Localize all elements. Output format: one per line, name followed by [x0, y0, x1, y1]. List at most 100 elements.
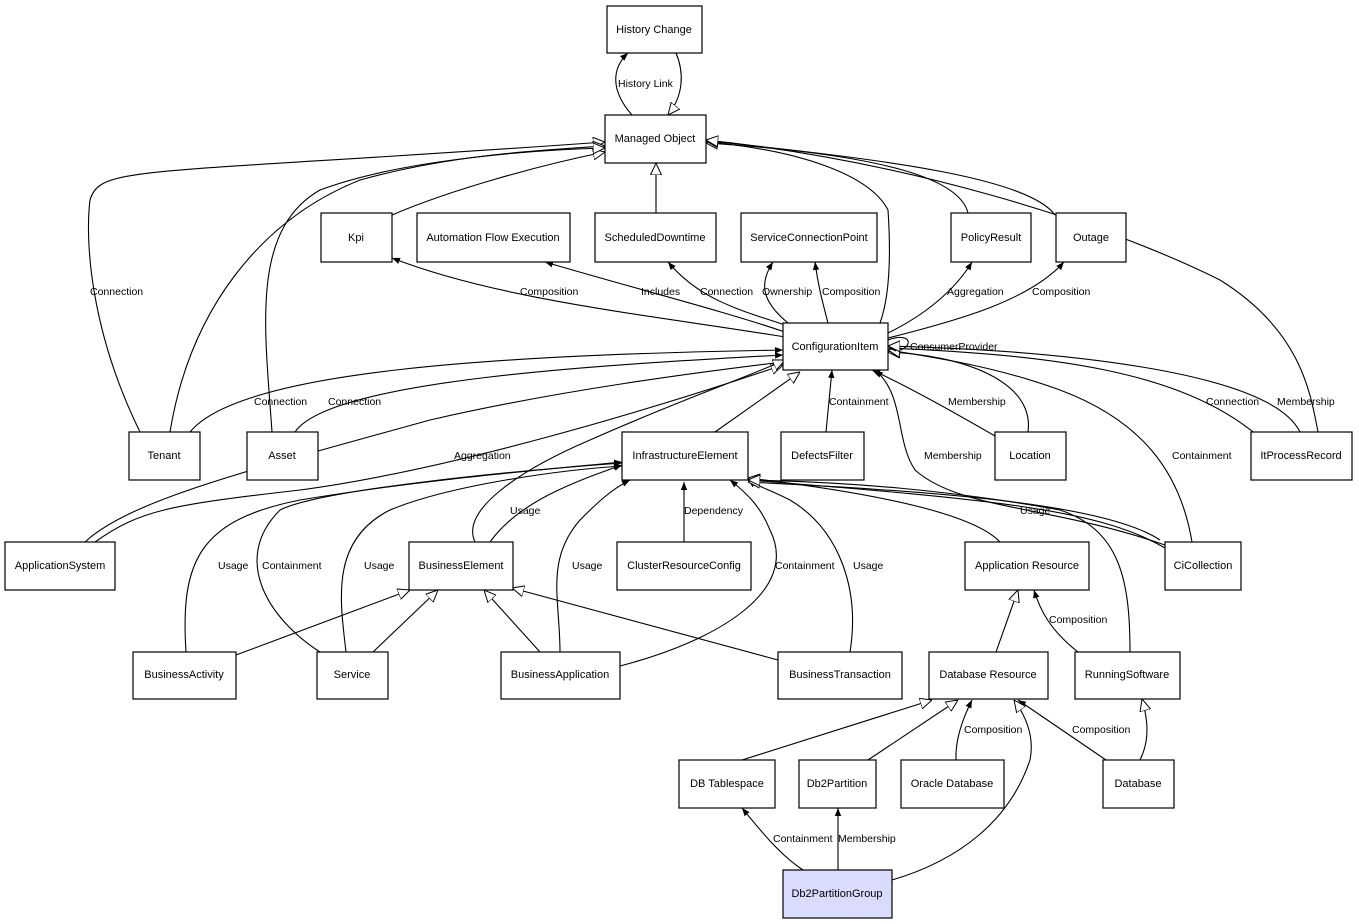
node-label: ConfigurationItem: [792, 341, 879, 353]
node-service-connection-point[interactable]: ServiceConnectionPoint: [740, 212, 878, 263]
label-composition-database: Composition: [1072, 724, 1131, 736]
label-consumer-provider: ConsumerProvider: [910, 341, 998, 353]
node-business-transaction[interactable]: BusinessTransaction: [777, 651, 903, 700]
edge-dbpg-tablespace: [741, 807, 804, 871]
edge-asset-ci: [294, 352, 784, 433]
edge-appsys-ci: [84, 359, 784, 543]
edges: [84, 52, 1319, 881]
node-infrastructure-element[interactable]: InfrastructureElement: [621, 431, 749, 481]
node-scheduled-downtime[interactable]: ScheduledDowntime: [594, 212, 717, 263]
node-business-activity[interactable]: BusinessActivity: [132, 651, 237, 700]
edge-policy-inherits: [706, 143, 969, 214]
label-composition-rs: Composition: [1049, 614, 1108, 626]
label-composition-kpi: Composition: [520, 286, 579, 298]
label-aggregation-policy: Aggregation: [947, 286, 1004, 298]
node-managed-object[interactable]: Managed Object: [604, 114, 707, 164]
node-label: Location: [1009, 450, 1051, 462]
node-history-change[interactable]: History Change: [606, 5, 703, 54]
edge-location-inherits-ci: [888, 352, 1029, 433]
node-ci-collection[interactable]: CiCollection: [1164, 541, 1242, 591]
label-usage-ba: Usage: [218, 560, 249, 572]
label-connection-tenant-ci: Connection: [254, 396, 307, 408]
edge-tenant-inherits: [169, 146, 605, 433]
node-business-element[interactable]: BusinessElement: [408, 541, 514, 591]
label-membership-dbpg: Membership: [838, 833, 896, 845]
node-label: Tenant: [147, 450, 180, 462]
node-label: Db2PartitionGroup: [791, 888, 882, 900]
node-label: Outage: [1073, 232, 1109, 244]
node-outage[interactable]: Outage: [1055, 212, 1127, 263]
node-label: BusinessActivity: [144, 669, 224, 681]
node-label: InfrastructureElement: [632, 450, 737, 462]
edge-ba-inherits-be: [235, 590, 410, 656]
edge-be-ie-usage: [489, 464, 623, 543]
label-membership-cicoll: Membership: [924, 450, 982, 462]
edge-itpr-ci-membership: [888, 346, 1301, 433]
node-policy-result[interactable]: PolicyResult: [950, 212, 1032, 263]
edge-service-ie-containment: [256, 460, 623, 653]
edge-defects-ci: [825, 369, 835, 433]
edge-service-ie-usage: [340, 463, 623, 653]
edge-tenant-ci: [189, 346, 784, 433]
node-label: History Change: [616, 24, 692, 36]
edge-ci-scp-ownership: [764, 261, 789, 324]
node-label: ItProcessRecord: [1260, 450, 1341, 462]
node-label: Database: [1114, 778, 1161, 790]
edge-appsys-inherit-ci: [94, 365, 783, 543]
edge-db2part-inherits-dbres: [867, 700, 958, 761]
node-label: ClusterResourceConfig: [627, 560, 741, 572]
node-defects-filter[interactable]: DefectsFilter: [780, 431, 865, 481]
label-membership-itpr: Membership: [1277, 396, 1335, 408]
label-connection-itpr: Connection: [1206, 396, 1259, 408]
node-cluster-resource-config[interactable]: ClusterResourceConfig: [616, 541, 752, 591]
node-automation-flow-execution[interactable]: Automation Flow Execution: [416, 212, 571, 263]
node-running-software[interactable]: RunningSoftware: [1074, 651, 1181, 700]
edge-ci-policy: [887, 261, 973, 334]
node-label: Managed Object: [615, 133, 696, 145]
edge-ci-kpi: [391, 257, 786, 338]
edge-bapp-ie-usage: [556, 479, 631, 653]
node-label: Automation Flow Execution: [426, 232, 559, 244]
node-service[interactable]: Service: [316, 651, 389, 700]
node-configuration-item[interactable]: ConfigurationItem: [782, 322, 889, 371]
node-application-resource[interactable]: Application Resource: [964, 541, 1090, 591]
label-membership-location: Membership: [948, 396, 1006, 408]
edge-rs-inherits-ie: [748, 480, 1131, 653]
edge-ci-scp-composition: [812, 261, 829, 324]
node-oracle-database[interactable]: Oracle Database: [900, 759, 1005, 809]
node-label: Asset: [268, 450, 296, 462]
label-composition-scp: Composition: [822, 286, 881, 298]
node-db2-partition[interactable]: Db2Partition: [798, 759, 877, 809]
node-database[interactable]: Database: [1102, 759, 1175, 809]
edge-bapp-inherits-be: [484, 590, 541, 653]
node-db2-partition-group[interactable]: Db2PartitionGroup: [782, 869, 893, 919]
node-asset[interactable]: Asset: [246, 431, 319, 481]
edge-be-inherits-ci: [472, 360, 785, 543]
edge-dbpg-inherits-dbres: [891, 700, 1032, 881]
edge-outage-inherits: [706, 141, 1056, 216]
label-containment-dbpg: Containment: [773, 833, 833, 845]
node-label: Database Resource: [939, 669, 1036, 681]
node-label: ScheduledDowntime: [605, 232, 706, 244]
node-label: ServiceConnectionPoint: [750, 232, 867, 244]
node-label: Oracle Database: [911, 778, 994, 790]
node-label: PolicyResult: [961, 232, 1022, 244]
node-database-resource[interactable]: Database Resource: [928, 651, 1049, 700]
node-db-tablespace[interactable]: DB Tablespace: [678, 759, 776, 809]
label-history-link: History Link: [618, 78, 674, 90]
label-usage-service: Usage: [364, 560, 395, 572]
node-tenant[interactable]: Tenant: [128, 431, 201, 481]
node-application-system[interactable]: ApplicationSystem: [4, 541, 116, 591]
node-label: Db2Partition: [807, 778, 868, 790]
edge-ci-automation: [544, 261, 786, 333]
node-location[interactable]: Location: [994, 431, 1067, 481]
node-it-process-record[interactable]: ItProcessRecord: [1250, 431, 1353, 481]
node-label: DefectsFilter: [791, 450, 853, 462]
node-business-application[interactable]: BusinessApplication: [500, 651, 621, 700]
edge-bapp-ie-containment: [619, 479, 777, 667]
edge-tablespace-inherits-dbres: [741, 700, 932, 761]
edge-database-dbres: [1017, 699, 1107, 761]
edge-kpi-inherits: [391, 152, 605, 216]
node-kpi[interactable]: Kpi: [320, 212, 393, 263]
